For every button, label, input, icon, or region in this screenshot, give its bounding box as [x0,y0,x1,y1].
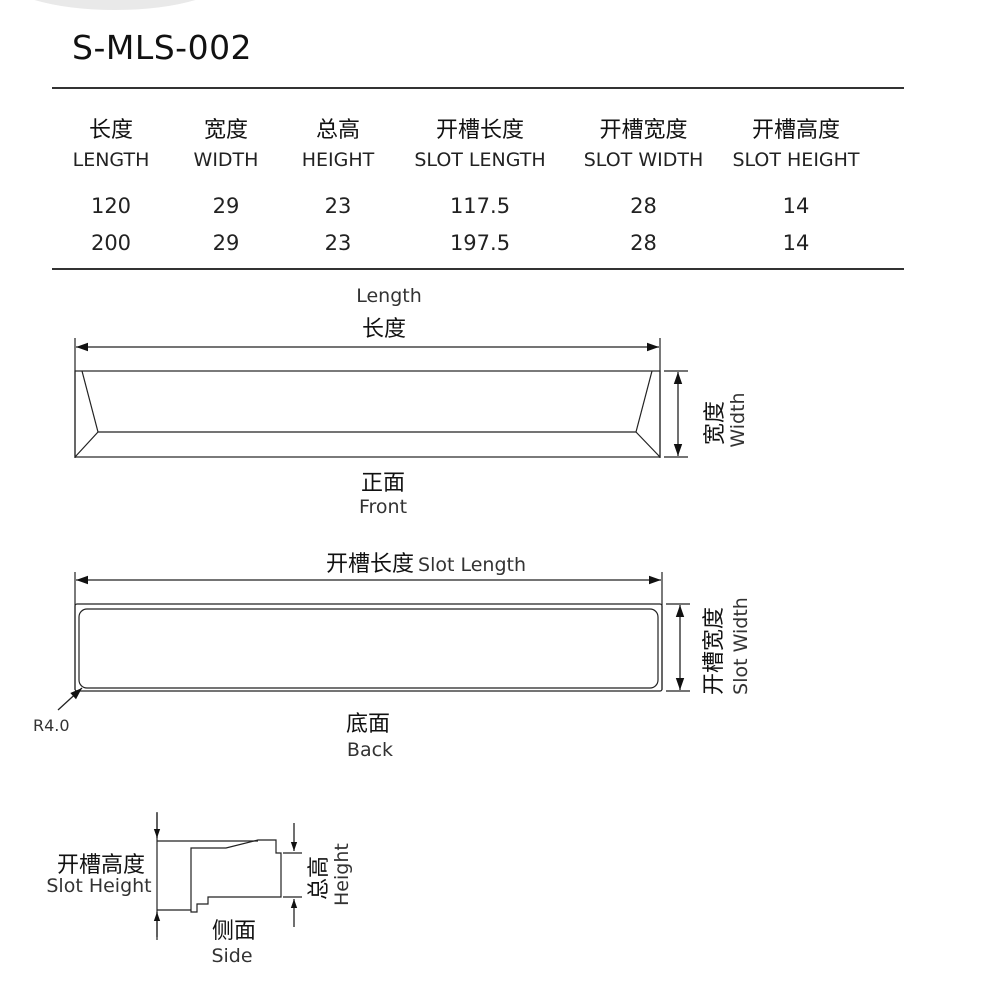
table-bottom-divider [52,268,904,270]
cell-slot-width: 28 [630,194,657,218]
front-corner-right [635,431,661,458]
front-view-label-en: Front [358,496,408,518]
length-label-cn: 长度 [361,317,406,342]
decorative-corner-arc [0,0,230,10]
side-view [153,812,302,940]
back-view-label-cn: 底面 [345,712,390,737]
slot-length-label-cn: 开槽长度 [326,552,415,577]
slot-width-label-en: Slot Width [730,597,752,695]
back-view-label-en: Back [346,739,394,761]
radius-label: R4.0 [33,716,70,735]
back-outline [74,603,663,692]
height-label-cn: 总高 [307,856,332,901]
front-corner-left [74,431,99,458]
radius-leader [57,687,83,711]
cell-length: 120 [90,194,132,218]
product-code-title: S-MLS-002 [72,28,253,67]
front-view [74,338,688,458]
width-label-cn: 宽度 [703,401,728,446]
front-outline [74,370,661,458]
cell-width: 29 [212,231,240,255]
slot-height-label-cn: 开槽高度 [56,853,145,878]
front-chamfer-left [81,370,99,433]
slot-height-label-en: Slot Height [46,875,152,897]
side-profile [190,839,282,913]
front-view-label-cn: 正面 [360,471,405,496]
cell-slot-length: 197.5 [449,231,511,255]
cell-height: 23 [324,231,352,255]
table-row: 200 29 23 197.5 28 14 [52,225,904,262]
height-label-en: Height [331,843,353,906]
back-view [57,572,690,711]
width-label-en: Width [727,392,749,448]
cell-slot-width: 28 [630,231,657,255]
cell-height: 23 [324,194,352,218]
front-chamfer-right [635,370,653,433]
title-divider [52,87,904,89]
cell-slot-height: 14 [782,194,810,218]
cell-length: 200 [90,231,132,255]
length-label-en: Length [356,285,422,307]
cell-slot-height: 14 [782,231,810,255]
cell-width: 29 [212,194,240,218]
back-slot-outline [78,608,659,689]
slot-width-label-cn: 开槽宽度 [702,607,727,696]
slot-length-label-en: Slot Length [418,554,527,576]
side-view-label-cn: 侧面 [211,919,256,944]
side-view-label-en: Side [211,945,253,967]
table-row: 120 29 23 117.5 28 14 [52,188,904,225]
cell-slot-length: 117.5 [449,194,511,218]
